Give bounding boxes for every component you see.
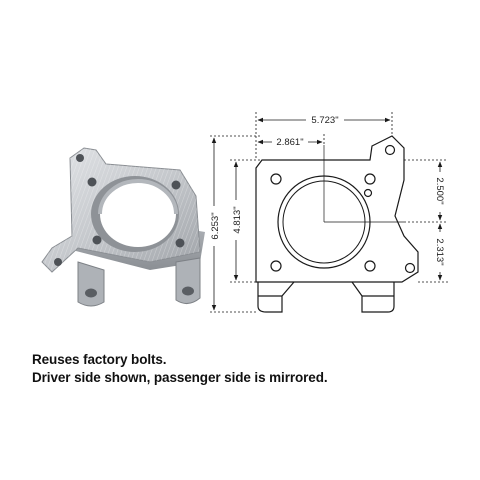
drawing-top-tab-hole — [384, 144, 396, 156]
caption-line-2: Driver side shown, passenger side is mir… — [32, 370, 328, 385]
drawing-right-ear — [351, 281, 395, 313]
bolt-hole-top-left — [87, 177, 97, 187]
bore-opening — [100, 181, 176, 247]
bolt-hole-left-tab — [54, 258, 62, 266]
bore-inner-wall — [98, 179, 178, 215]
drawing-bolt-hole-4 — [364, 260, 376, 272]
dim-label-overall-height: 6.253" — [210, 212, 221, 239]
bracket-drawing — [255, 135, 419, 313]
drawing-small-hole — [363, 188, 373, 198]
dim-label-center-offset: 2.861" — [276, 137, 303, 148]
drawing-bolt-hole-1 — [270, 173, 282, 185]
drawing-bolt-hole-3 — [270, 260, 282, 272]
caption-line-1: Reuses factory bolts. — [32, 352, 167, 367]
dim-label-overall-width: 5.723" — [311, 115, 338, 126]
drawing-left-ear — [257, 281, 295, 313]
drawing-plate-outline — [255, 135, 419, 283]
ear-bolt-hole-right — [182, 286, 194, 296]
bolt-hole-top-tab — [76, 154, 84, 162]
dim-label-body-height: 4.813" — [232, 206, 243, 233]
bracket-photo — [41, 147, 205, 307]
dim-label-upper-offset: 2.500" — [434, 177, 445, 204]
bolt-hole-bottom-right — [175, 238, 185, 248]
drawing-side-tab-hole — [404, 262, 416, 274]
bracket-right-ear — [175, 257, 201, 304]
bracket-left-ear — [77, 261, 105, 307]
bracket-figure: 5.723" 2.861" 6.253" 4.813" 2.500" 2.313… — [41, 112, 448, 313]
drawing-bolt-hole-2 — [364, 173, 376, 185]
ear-bolt-hole-left — [85, 288, 97, 298]
bolt-hole-top-right — [171, 180, 181, 190]
bolt-hole-bottom-left — [92, 235, 102, 245]
dim-label-lower-offset: 2.313" — [434, 238, 445, 265]
